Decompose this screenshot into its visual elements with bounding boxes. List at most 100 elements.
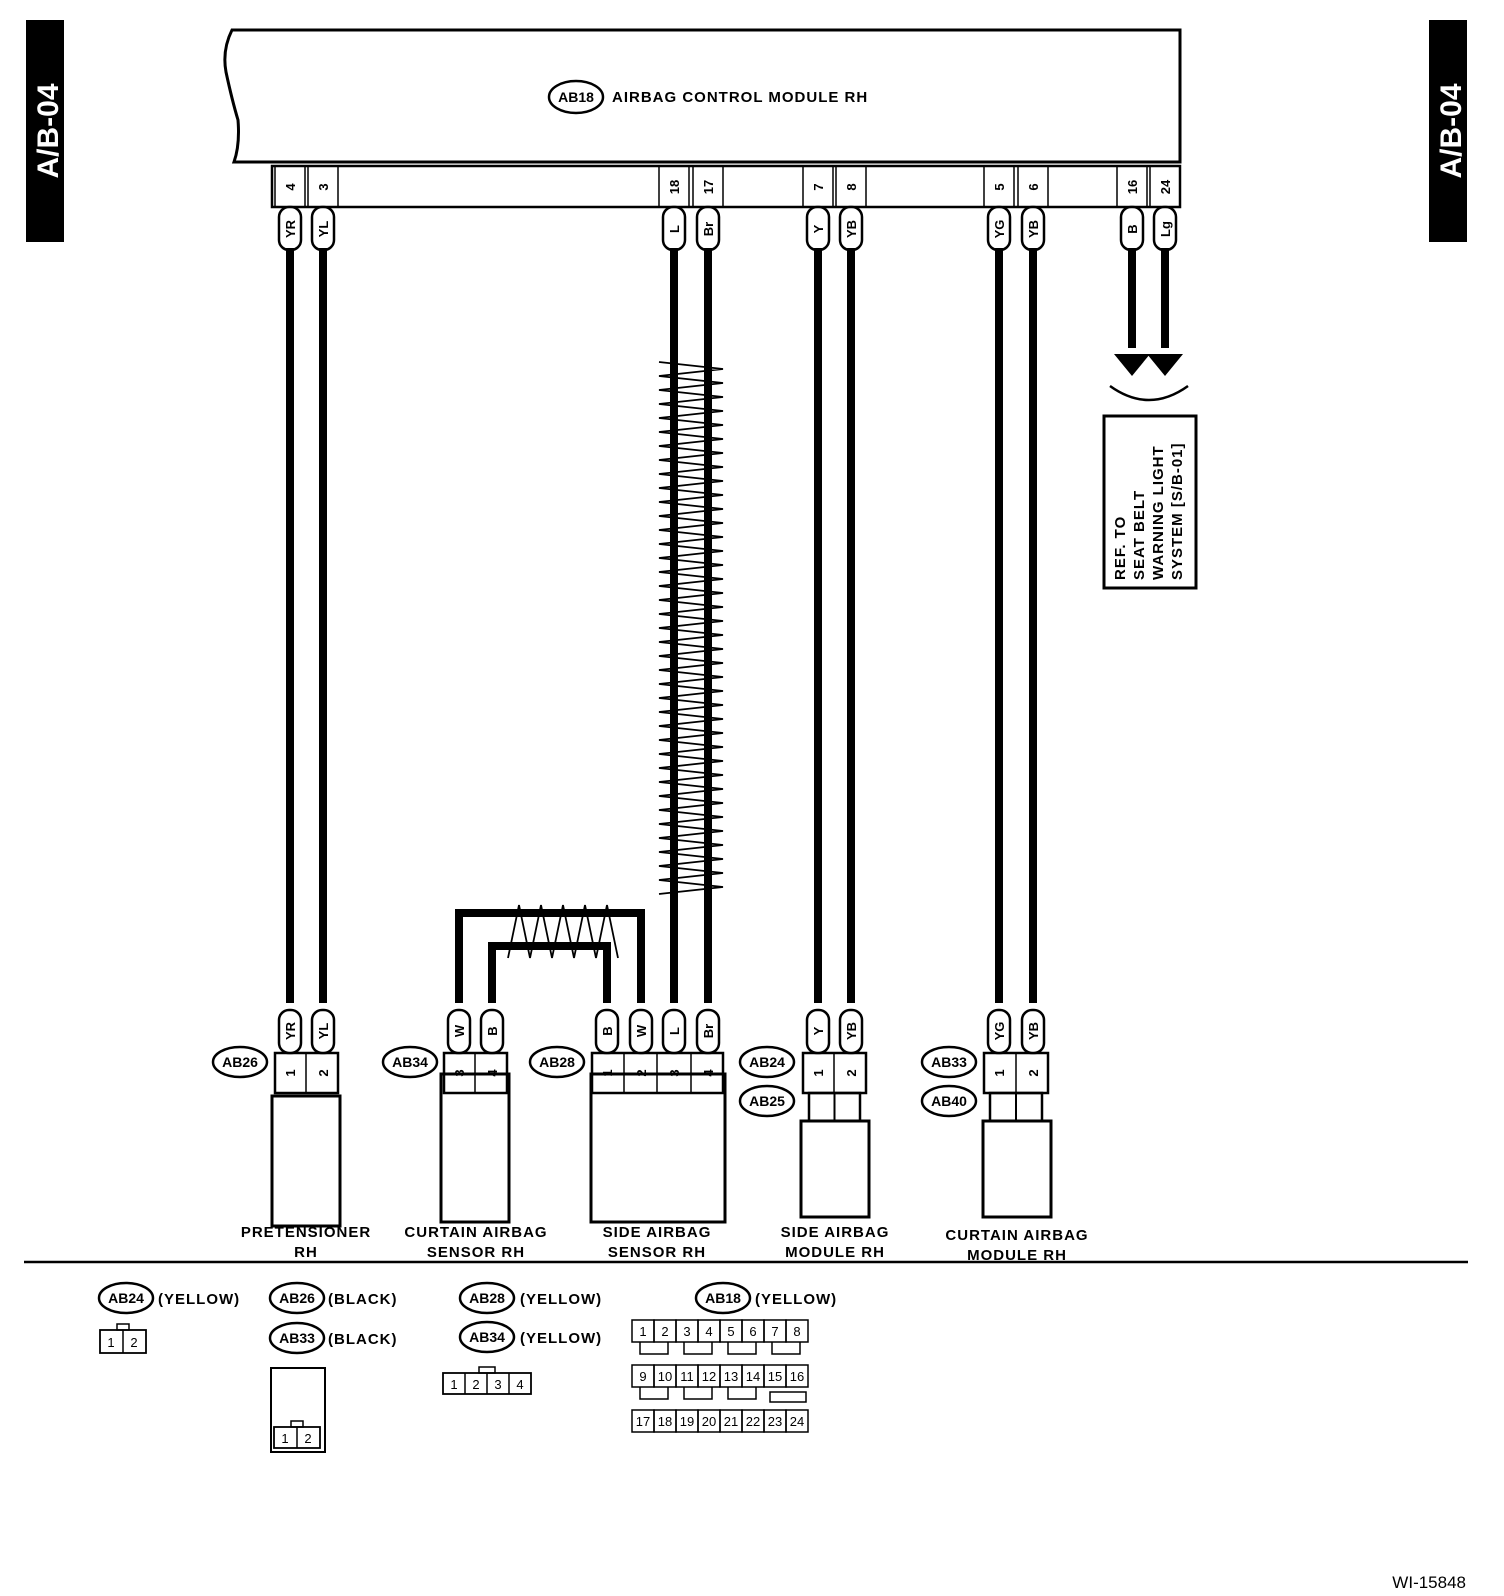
wire-color-code: YB xyxy=(1026,1022,1041,1040)
component-code2: AB40 xyxy=(931,1093,967,1109)
component-code: AB34 xyxy=(392,1054,428,1070)
wire-harness xyxy=(286,248,1169,1003)
component-name-line: RH xyxy=(294,1244,318,1261)
wire-color-code: B xyxy=(1125,224,1140,233)
wire-color-capsule xyxy=(479,1008,505,1055)
component-code-oval: AB34 xyxy=(381,1045,439,1079)
legend-ab24-code: AB24 xyxy=(108,1290,144,1306)
component-code-oval: AB24 xyxy=(738,1045,796,1079)
left-page-tag-label: A/B-04 xyxy=(32,83,65,178)
module-pin-number: 17 xyxy=(701,180,716,194)
legend-ab33-cell-2: 2 xyxy=(304,1431,311,1446)
wire-color-code: YR xyxy=(283,219,298,238)
ab18-cell: 4 xyxy=(705,1324,712,1339)
legend-ab24-color: (YELLOW) xyxy=(158,1291,240,1308)
wire-color-code: YB xyxy=(844,1022,859,1040)
twist-side-sensor xyxy=(658,361,724,895)
reference-line-4: SYSTEM [S/B-01] xyxy=(1169,442,1186,580)
ab18-cell: 2 xyxy=(661,1324,668,1339)
wire-color-capsule xyxy=(805,1008,831,1055)
legend-ab24-cell-1: 1 xyxy=(107,1335,114,1350)
wire-color-capsule xyxy=(1020,1008,1046,1055)
wire-color-code: YB xyxy=(1026,220,1041,238)
connector-pin-number: 2 xyxy=(1026,1069,1041,1076)
module-code: AB18 xyxy=(558,89,594,105)
component-code: AB33 xyxy=(931,1054,967,1070)
ab18-cell: 11 xyxy=(680,1369,694,1384)
legend-ab26-color: (BLACK) xyxy=(328,1291,397,1308)
connector-pin-number: 1 xyxy=(283,1069,298,1076)
twisted-pair-marks xyxy=(507,361,724,959)
ab18-cell: 15 xyxy=(768,1369,782,1384)
legend-ab34-cell-4: 4 xyxy=(516,1377,523,1392)
legend-ab26-code: AB26 xyxy=(279,1290,315,1306)
connector-pin-number: 2 xyxy=(316,1069,331,1076)
component-code2-oval: AB40 xyxy=(920,1084,978,1118)
wire-color-code: B xyxy=(600,1026,615,1035)
component-group: YR1YL2AB26PRETENSIONERRHW3B4AB34CURTAIN … xyxy=(211,1008,1088,1264)
left-page-tag: A/B-04 xyxy=(26,20,65,242)
legend-ab28: AB28 (YELLOW) xyxy=(458,1281,601,1315)
ab18-cell: 24 xyxy=(790,1414,804,1429)
component-body xyxy=(981,1119,1053,1219)
wire-color-code: YL xyxy=(316,1023,331,1040)
ab18-cell: 6 xyxy=(749,1324,756,1339)
wire-color-code: YL xyxy=(316,221,331,238)
module-pin-7: 7Y xyxy=(802,166,834,252)
module-pin-number: 16 xyxy=(1125,180,1140,194)
reference-arrows xyxy=(1109,354,1189,402)
ab18-cell: 22 xyxy=(746,1414,760,1429)
legend-ab18-code: AB18 xyxy=(705,1290,741,1306)
module-pin-number: 8 xyxy=(844,183,859,190)
module-code-oval: AB18 xyxy=(547,79,605,115)
arrow-lg xyxy=(1147,354,1183,376)
component-body xyxy=(439,1072,511,1224)
legend-ab24-cell-2: 2 xyxy=(130,1335,137,1350)
component-name-line: SIDE AIRBAG xyxy=(603,1224,712,1241)
component-code2-oval: AB25 xyxy=(738,1084,796,1118)
component-name-line: MODULE RH xyxy=(785,1244,885,1261)
module-pin-number: 7 xyxy=(811,183,826,190)
component-body xyxy=(799,1119,871,1219)
wire-w-jumper xyxy=(455,909,645,1003)
wire-color-code: Br xyxy=(701,222,716,236)
ab18-cell: 17 xyxy=(636,1414,650,1429)
component-name-line: SENSOR RH xyxy=(427,1244,525,1261)
wire-color-capsule xyxy=(594,1008,620,1055)
ab18-cell: 13 xyxy=(724,1369,738,1384)
component-code2: AB25 xyxy=(749,1093,785,1109)
ab18-cell: 5 xyxy=(727,1324,734,1339)
module-pin-3: 3YL xyxy=(307,166,339,252)
connector-pin-number: 1 xyxy=(992,1069,1007,1076)
component-name-line: SENSOR RH xyxy=(608,1244,706,1261)
legend-ab24-oval xyxy=(97,1281,155,1315)
figure-id: WI-15848 xyxy=(1392,1573,1466,1592)
wire-color-capsule xyxy=(838,1008,864,1055)
wire-color-code: Y xyxy=(811,1026,826,1035)
wire-color-code: YG xyxy=(992,220,1007,239)
legend-ab33-cell-1: 1 xyxy=(281,1431,288,1446)
connector-pin-number: 2 xyxy=(844,1069,859,1076)
legend-ab18-color: (YELLOW) xyxy=(755,1291,837,1308)
module-pin-number: 3 xyxy=(316,183,331,190)
reference-bracket xyxy=(1109,384,1189,402)
component-name-line: PRETENSIONER xyxy=(241,1224,371,1241)
module-pin-header xyxy=(270,164,1182,209)
legend-ab33: AB33 (BLACK) 1 2 xyxy=(268,1321,396,1453)
wire-color-capsule xyxy=(446,1008,472,1055)
component-name-line: CURTAIN AIRBAG xyxy=(404,1224,547,1241)
ab18-cell: 8 xyxy=(793,1324,800,1339)
component-body xyxy=(589,1072,727,1224)
legend-ab34: AB34 (YELLOW) 1 2 3 4 xyxy=(442,1320,601,1395)
module-pin-8: 8YB xyxy=(835,166,867,252)
module-pin-4: 4YR xyxy=(274,166,306,252)
module-pin-18: 18L xyxy=(658,166,690,252)
wire-color-code: W xyxy=(452,1024,467,1037)
legend-ab34-code: AB34 xyxy=(469,1329,505,1345)
component-code: AB28 xyxy=(539,1054,575,1070)
